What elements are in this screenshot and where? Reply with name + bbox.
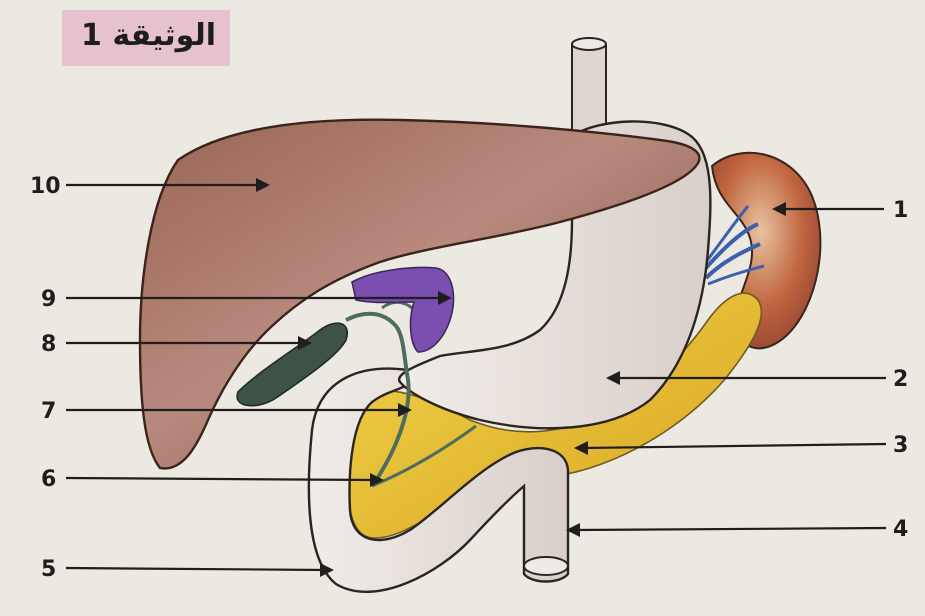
label-9: 9: [41, 287, 56, 312]
leader-line-4: [574, 528, 886, 530]
label-3: 3: [893, 433, 908, 458]
label-1: 1: [893, 198, 908, 223]
label-7: 7: [41, 399, 56, 424]
label-10: 10: [30, 174, 61, 199]
leader-line-5: [66, 568, 326, 570]
label-8: 8: [41, 332, 56, 357]
label-5: 5: [41, 557, 56, 582]
label-4: 4: [893, 517, 908, 542]
label-6: 6: [41, 467, 56, 492]
label-2: 2: [893, 367, 908, 392]
